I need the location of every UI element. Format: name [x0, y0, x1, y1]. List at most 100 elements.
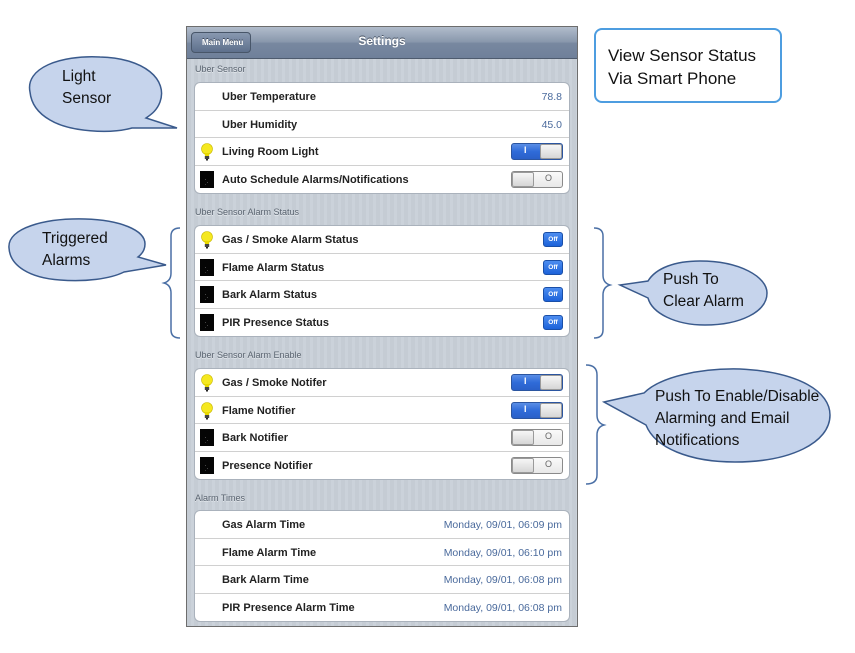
row-label: Gas / Smoke Notifer [222, 377, 327, 389]
section-header-uber-sensor: Uber Sensor [195, 64, 246, 74]
push-to-clear-callout: Push To Clear Alarm [663, 269, 744, 313]
push-to-enable-callout-shape [601, 368, 831, 463]
light-sensor-callout-shape [28, 56, 178, 132]
toggle-knob [512, 430, 534, 445]
toggle-knob [512, 457, 534, 473]
row-label: PIR Presence Alarm Time [222, 601, 355, 614]
callout-line: Clear Alarm [663, 293, 744, 310]
row-bark-alarm-time: Bark Alarm Time Monday, 09/01, 06:08 pm [195, 566, 569, 594]
row-gas-alarm-time: Gas Alarm Time Monday, 09/01, 06:09 pm [195, 511, 569, 539]
toggle-label: O [544, 172, 552, 183]
toggle-knob [512, 171, 534, 187]
right-brace-alarm-enable [585, 364, 607, 485]
lightbulb-icon [201, 374, 213, 392]
info-box: View Sensor Status Via Smart Phone [594, 28, 782, 103]
row-label: Gas / Smoke Alarm Status [222, 234, 359, 246]
push-to-enable-callout: Push To Enable/Disable Alarming and Emai… [655, 386, 819, 452]
back-button-label: Main Menu [202, 38, 244, 47]
clear-bark-alarm-button[interactable]: Off [543, 287, 563, 302]
toggle-knob [540, 375, 562, 390]
black-square-icon [200, 456, 214, 474]
lightbulb-icon [201, 231, 213, 249]
living-room-light-toggle[interactable]: I [511, 143, 563, 160]
navigation-bar: Main Menu Settings [187, 27, 577, 59]
triggered-alarms-callout-shape [8, 218, 167, 282]
row-living-room-light: Living Room Light I [195, 138, 569, 166]
group-alarm-times: Gas Alarm Time Monday, 09/01, 06:09 pm F… [194, 510, 570, 622]
row-label: Flame Alarm Status [222, 261, 325, 274]
timestamp-value: Monday, 09/01, 06:08 pm [443, 574, 562, 586]
callout-line: Triggered [42, 230, 108, 247]
clear-gas-smoke-alarm-button[interactable]: Off [543, 232, 563, 247]
callout-line: Push To Enable/Disable [655, 388, 820, 405]
timestamp-value: Monday, 09/01, 06:09 pm [443, 519, 562, 531]
row-label: Uber Temperature [222, 91, 316, 103]
row-label: Flame Alarm Time [222, 546, 317, 559]
bark-notifier-toggle[interactable]: O [511, 429, 563, 446]
row-uber-humidity: Uber Humidity 45.0 [195, 111, 569, 138]
lightbulb-icon [201, 143, 213, 161]
black-square-icon [200, 258, 214, 276]
row-label: Uber Humidity [222, 118, 298, 131]
section-header-alarm-times: Alarm Times [195, 493, 246, 503]
section-header-alarm-status: Uber Sensor Alarm Status [195, 207, 300, 217]
row-label: Bark Alarm Time [222, 574, 309, 586]
row-label: PIR Presence Status [222, 316, 329, 329]
toggle-label: I [524, 145, 527, 155]
info-box-text: View Sensor Status Via Smart Phone [608, 44, 756, 90]
timestamp-value: Monday, 09/01, 06:08 pm [443, 601, 562, 614]
row-auto-schedule: Auto Schedule Alarms/Notifications O [195, 166, 569, 194]
toggle-knob [540, 144, 562, 159]
clear-pir-presence-button[interactable]: Off [543, 314, 563, 330]
callout-line: Alarms [42, 252, 91, 269]
toggle-label: I [524, 376, 527, 386]
flame-notifier-toggle[interactable]: I [511, 401, 563, 419]
info-line: View Sensor Status [608, 46, 757, 65]
auto-schedule-toggle[interactable]: O [511, 170, 563, 188]
phone-screen: Main Menu Settings Uber Sensor Uber Temp… [186, 26, 578, 627]
page-title: Settings [358, 34, 406, 48]
toggle-label: O [544, 458, 552, 469]
temperature-value: 78.8 [541, 91, 562, 103]
row-bark-notifier: Bark Notifier O [195, 424, 569, 452]
row-label: Flame Notifier [222, 404, 296, 417]
row-label: Auto Schedule Alarms/Notifications [222, 173, 409, 186]
left-brace-alarm-status [161, 227, 181, 339]
callout-line: Sensor [62, 90, 112, 107]
group-alarm-status: Gas / Smoke Alarm Status Off Flame Alarm… [194, 225, 570, 337]
row-flame-notifier: Flame Notifier I [195, 397, 569, 424]
timestamp-value: Monday, 09/01, 06:10 pm [443, 546, 562, 559]
callout-line: Notifications [655, 432, 740, 449]
black-square-icon [200, 170, 214, 188]
row-gas-smoke-notifier: Gas / Smoke Notifer I [195, 369, 569, 397]
row-label: Bark Alarm Status [222, 289, 317, 301]
black-square-icon [200, 313, 214, 331]
row-label: Gas Alarm Time [222, 519, 306, 531]
group-uber-sensor: Uber Temperature 78.8 Uber Humidity 45.0… [194, 82, 570, 194]
presence-notifier-toggle[interactable]: O [511, 456, 563, 474]
main-menu-back-button[interactable]: Main Menu [191, 32, 252, 53]
row-label: Bark Notifier [222, 432, 289, 444]
black-square-icon [200, 429, 214, 446]
toggle-label: I [524, 403, 527, 414]
triggered-alarms-callout: Triggered Alarms [42, 228, 108, 272]
row-pir-presence-status: PIR Presence Status Off [195, 309, 569, 337]
black-square-icon [200, 286, 214, 303]
row-presence-notifier: Presence Notifier O [195, 452, 569, 480]
toggle-label: O [544, 431, 552, 441]
callout-line: Light [62, 68, 96, 85]
row-pir-presence-alarm-time: PIR Presence Alarm Time Monday, 09/01, 0… [195, 594, 569, 622]
section-header-alarm-enable: Uber Sensor Alarm Enable [195, 350, 302, 360]
row-label: Living Room Light [222, 146, 319, 158]
row-flame-alarm-time: Flame Alarm Time Monday, 09/01, 06:10 pm [195, 539, 569, 566]
row-gas-smoke-alarm-status: Gas / Smoke Alarm Status Off [195, 226, 569, 254]
row-flame-alarm-status: Flame Alarm Status Off [195, 254, 569, 281]
right-brace-alarm-status [593, 227, 613, 339]
callout-line: Push To [663, 271, 719, 288]
push-to-clear-callout-shape [617, 260, 768, 326]
toggle-knob [540, 402, 562, 418]
gas-smoke-notifier-toggle[interactable]: I [511, 374, 563, 391]
row-uber-temperature: Uber Temperature 78.8 [195, 83, 569, 111]
clear-flame-alarm-button[interactable]: Off [543, 259, 563, 275]
